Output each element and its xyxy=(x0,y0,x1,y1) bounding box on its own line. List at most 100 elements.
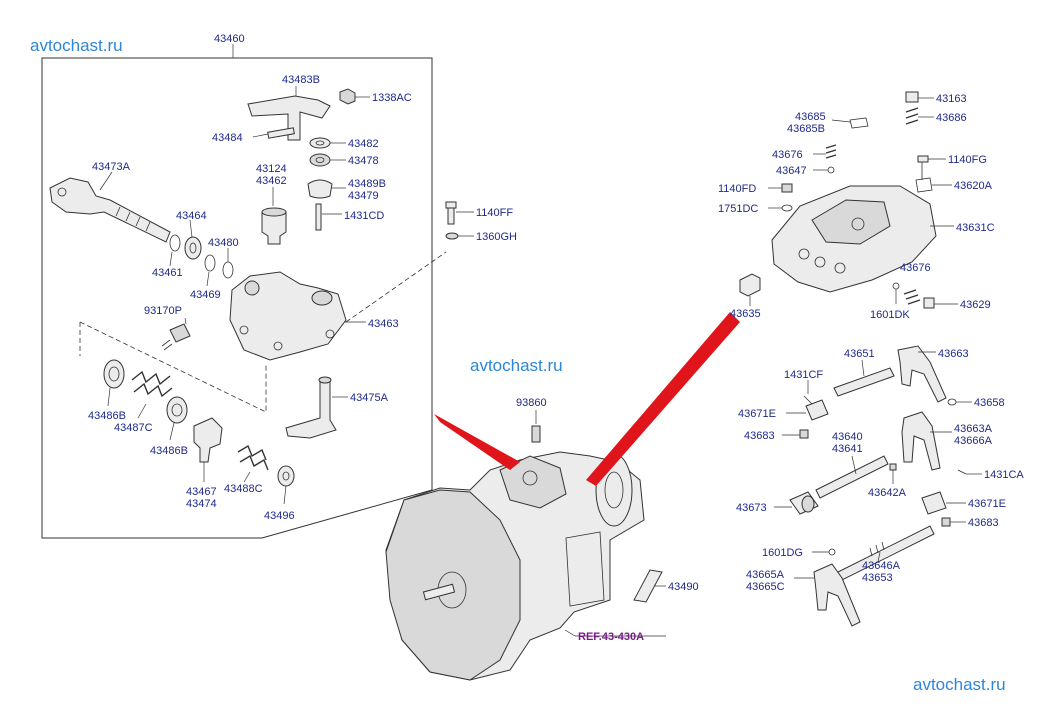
label-43478: 43478 xyxy=(348,155,379,167)
label-1140FD: 1140FD xyxy=(718,183,756,195)
label-1140FG: 1140FG xyxy=(948,154,987,166)
label-43163: 43163 xyxy=(936,93,967,105)
detent-holder-part xyxy=(193,417,223,463)
bushing-part xyxy=(309,153,331,167)
label-43461: 43461 xyxy=(152,267,183,279)
lug-43671E-lower-part xyxy=(921,491,947,515)
label-43647: 43647 xyxy=(776,165,807,177)
bolt-43683-lower-part xyxy=(941,517,951,527)
label-43473A: 43473A xyxy=(92,161,131,173)
washer-part xyxy=(309,137,331,149)
clip-43620A-part xyxy=(915,177,933,193)
spring-43686-part xyxy=(905,107,919,125)
shift-rails-group: 43651 43663 43658 1431CF 43671E 43683 43… xyxy=(736,345,1024,627)
watermark-bottom-right: avtochast.ru xyxy=(913,675,1006,694)
oil-seal-left-part xyxy=(103,359,125,389)
label-43462: 43462 xyxy=(256,175,287,187)
label-43474: 43474 xyxy=(186,498,217,510)
speed-sensor-group: 93860 xyxy=(516,397,547,443)
assembly-frame xyxy=(41,57,433,539)
rail-43651-part xyxy=(833,367,895,397)
bolt-group: 1140FF 1360GH xyxy=(445,201,517,243)
bolt-1140FF-part xyxy=(447,207,455,225)
washer-1360GH-part xyxy=(445,232,459,240)
bolt-1140FD-part xyxy=(781,183,793,193)
fork-43665A-part xyxy=(813,563,861,627)
label-43463: 43463 xyxy=(368,318,399,330)
label-43646A: 43646A xyxy=(862,560,901,572)
watermark-top-left: avtochast.ru xyxy=(30,36,123,55)
label-43620A: 43620A xyxy=(954,180,993,192)
label-43686: 43686 xyxy=(936,112,967,124)
switch-sensor-part xyxy=(169,323,191,343)
ball-43647-part xyxy=(827,166,835,174)
o-ring-part xyxy=(169,234,181,252)
shift-cover-group: 43163 43686 43685 43685B 43676 43647 114… xyxy=(718,91,995,321)
label-43484: 43484 xyxy=(212,132,243,144)
label-43673: 43673 xyxy=(736,502,767,514)
label-1431CA: 1431CA xyxy=(984,469,1024,481)
watermark-center: avtochast.ru xyxy=(470,356,563,375)
shift-finger-part xyxy=(285,379,337,439)
label-43683-upper: 43683 xyxy=(744,430,775,442)
label-1431CF: 1431CF xyxy=(784,369,823,381)
label-43658: 43658 xyxy=(974,397,1005,409)
label-43640: 43640 xyxy=(832,431,863,443)
label-43651: 43651 xyxy=(844,348,875,360)
nut-part xyxy=(339,88,356,105)
ball-1601DG-part xyxy=(828,548,836,556)
label-43460: 43460 xyxy=(214,33,245,45)
cap-part xyxy=(261,211,287,245)
label-43653: 43653 xyxy=(862,572,893,584)
label-43683-lower: 43683 xyxy=(968,517,999,529)
label-43483B: 43483B xyxy=(282,74,320,86)
label-43488C: 43488C xyxy=(224,483,263,495)
transmission-case-group: REF.43-430A xyxy=(385,451,666,681)
label-43642A: 43642A xyxy=(868,487,907,499)
label-1751DC: 1751DC xyxy=(718,203,758,215)
pointer-arrow-right xyxy=(586,312,740,486)
shift-shaft-part xyxy=(49,177,171,243)
ref-label: REF.43-430A xyxy=(578,631,644,643)
label-43671E-lower: 43671E xyxy=(968,498,1006,510)
label-43629: 43629 xyxy=(960,299,991,311)
ring-43469-part xyxy=(204,254,216,272)
label-43635: 43635 xyxy=(730,308,761,320)
oil-seal-center-part xyxy=(166,396,188,424)
label-43480: 43480 xyxy=(208,237,239,249)
label-1140FF: 1140FF xyxy=(476,207,513,219)
washer-43496-part xyxy=(277,465,295,487)
shift-tower-part xyxy=(499,455,567,509)
label-43685B: 43685B xyxy=(787,123,825,135)
label-43671E-upper: 43671E xyxy=(738,408,776,420)
label-43486B-center: 43486B xyxy=(150,445,188,457)
label-43663: 43663 xyxy=(938,348,969,360)
label-43665A: 43665A xyxy=(746,569,785,581)
lug-43671E-part xyxy=(805,399,829,421)
plug-43629-part xyxy=(923,297,935,309)
fork-43663-part xyxy=(897,345,947,403)
roll-pin-part xyxy=(315,203,322,231)
label-43665C: 43665C xyxy=(746,581,785,593)
bolt-43683-upper-part xyxy=(799,429,809,439)
label-43467: 43467 xyxy=(186,486,217,498)
washer-1751DC-part xyxy=(781,204,793,212)
rail-43640-part xyxy=(815,455,889,499)
plug-43635-part xyxy=(739,273,761,297)
input-shaft-part xyxy=(422,583,456,601)
label-43482: 43482 xyxy=(348,138,379,150)
label-43490: 43490 xyxy=(668,581,699,593)
fork-43663A-part xyxy=(901,411,941,471)
label-43631C: 43631C xyxy=(956,222,995,234)
label-43464: 43464 xyxy=(176,210,207,222)
label-43475A: 43475A xyxy=(350,392,389,404)
spring-43676-top-part xyxy=(825,144,837,159)
label-43676-lower: 43676 xyxy=(900,262,931,274)
label-43685: 43685 xyxy=(795,111,826,123)
ring-43480-part xyxy=(222,261,234,279)
label-43124: 43124 xyxy=(256,163,287,175)
label-1601DK: 1601DK xyxy=(870,309,910,321)
label-1360GH: 1360GH xyxy=(476,231,517,243)
label-93170P: 93170P xyxy=(144,305,182,317)
